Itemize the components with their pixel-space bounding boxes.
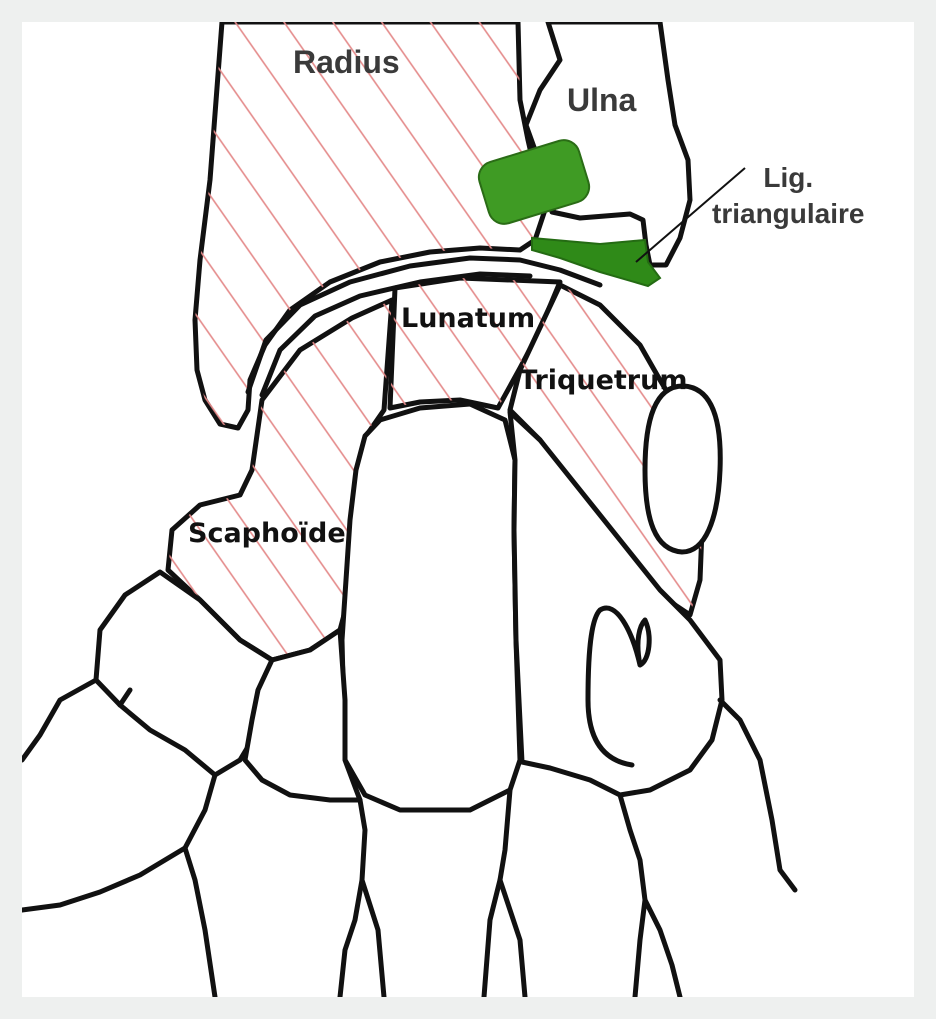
lunatum-bone (387, 275, 563, 411)
radiocarpal-joint-line (245, 255, 603, 395)
ulna-label: Ulna (567, 82, 637, 118)
ligament-label: Lig. triangulaire (712, 160, 864, 232)
pisiform-bone (642, 383, 723, 555)
lunatum-label: Lunatum (401, 303, 536, 334)
ulnar-cartilage-highlight (477, 139, 591, 225)
scaphoide-label: Scaphoïde (188, 518, 346, 549)
ligament-pointer-line (635, 167, 746, 263)
triquetrum-label: Triquetrum (519, 365, 688, 396)
trapezoid-bone (242, 627, 363, 803)
metacarpal-lines (22, 677, 798, 997)
triangular-ligament-highlight (531, 236, 662, 288)
radiocarpal-joint-line-inner (259, 271, 533, 398)
ligament-label-line2: triangulaire (712, 198, 865, 229)
hamate-bone (507, 409, 725, 798)
ligament-label-line1: Lig. (763, 162, 814, 193)
radius-label: Radius (293, 44, 400, 80)
hamate-hook (585, 605, 652, 768)
capitate-bone (339, 401, 523, 813)
